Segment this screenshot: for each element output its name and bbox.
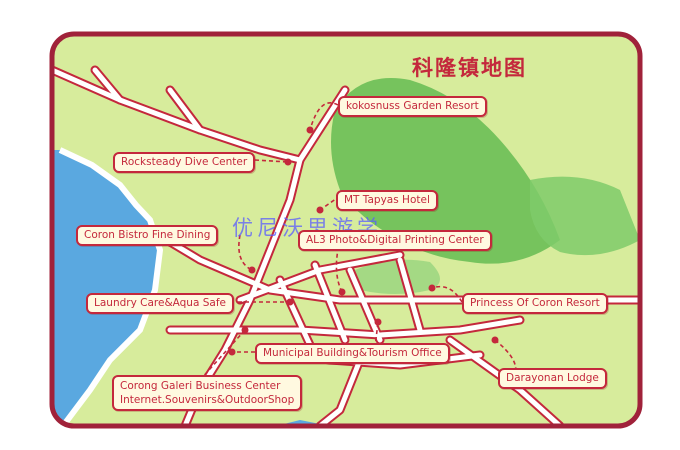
label-corong-galeri-line2: Internet.Souvenirs&OutdoorShop [120, 394, 295, 406]
location-dots [228, 126, 499, 356]
label-mt-tapyas-hotel: MT Tapyas Hotel [336, 190, 438, 211]
hill-large [331, 78, 560, 264]
label-corong-galeri-business-center: Corong Galeri Business Center Internet.S… [112, 375, 303, 411]
hill-small [530, 176, 640, 256]
map-frame [49, 31, 643, 429]
label-princess-of-coron-resort: Princess Of Coron Resort [462, 293, 608, 314]
label-darayonan-lodge: Darayonan Lodge [498, 368, 607, 389]
label-rocksteady-dive-center: Rocksteady Dive Center [113, 152, 256, 173]
label-kokosnuss-garden-resort: kokosnuss Garden Resort [338, 96, 487, 117]
coast-shoreline [57, 147, 164, 426]
label-municipal-building-tourism-office: Municipal Building&Tourism Office [255, 343, 450, 364]
label-corong-galeri-line1: Corong Galeri Business Center [120, 380, 281, 392]
label-coron-bistro-fine-dining: Coron Bistro Fine Dining [76, 225, 219, 246]
hill-ridge [355, 259, 440, 294]
label-laundry-care-aqua-safe: Laundry Care&Aqua Safe [86, 293, 234, 314]
label-al3-photo-digital-printing-center: AL3 Photo&Digital Printing Center [298, 230, 492, 251]
map-title: 科隆镇地图 [412, 56, 527, 80]
